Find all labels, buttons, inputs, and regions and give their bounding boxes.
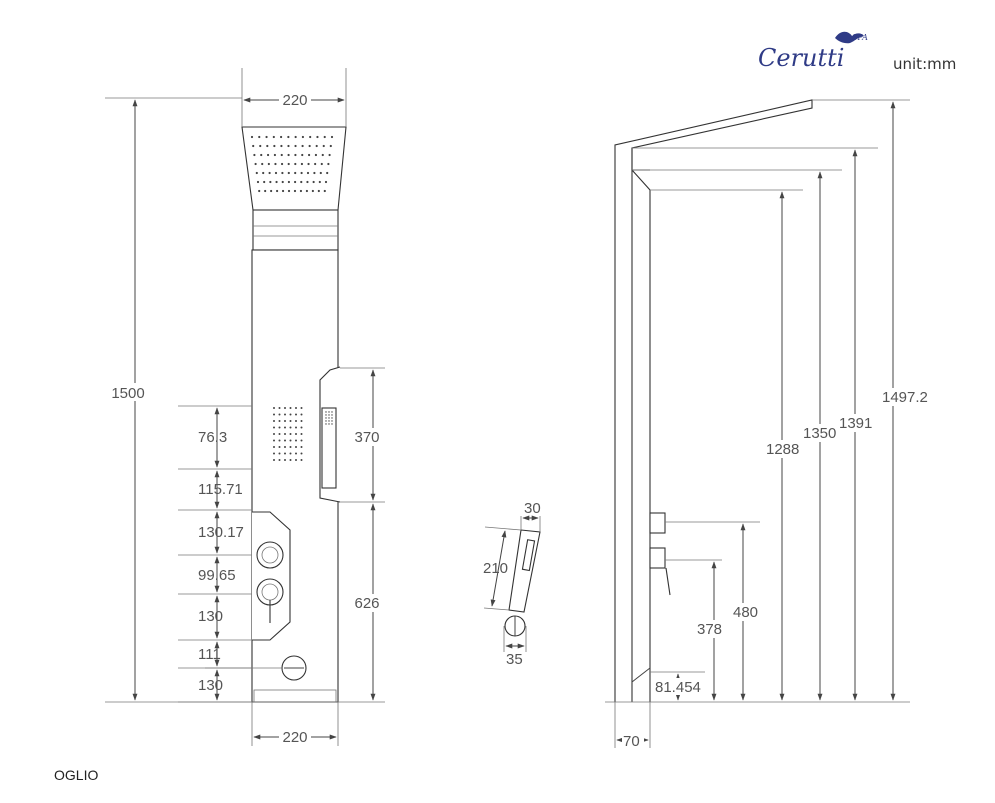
front-left-dim-2: 115.71 (198, 481, 243, 498)
brand-suffix: SPA (852, 33, 868, 42)
side-panel-outline (614, 99, 813, 702)
hand-shower-width-label: 30 (524, 500, 541, 517)
front-total-height-label: 1500 (111, 385, 144, 402)
side-mixer-fitting (649, 547, 666, 569)
brand-name: Cerutti (758, 44, 844, 72)
bird-icon (835, 31, 864, 44)
hand-shower-nozzle-strip (521, 539, 536, 572)
side-height-1350-label: 1350 (803, 425, 836, 442)
front-left-dim-7: 130 (198, 677, 223, 694)
hand-shower-holder-label: 35 (506, 651, 523, 668)
side-height-1497-label: 1497.2 (882, 389, 928, 406)
side-height-480-label: 480 (733, 604, 758, 621)
hand-shower-grid (325, 411, 333, 425)
front-left-dim-1: 76.3 (198, 429, 227, 446)
side-height-1391-label: 1391 (839, 415, 872, 432)
unit-label: unit:mm (893, 55, 956, 73)
side-diverter-fitting (649, 512, 666, 534)
side-view: 1497.2 1391 1350 1288 480 378 81.454 70 (605, 99, 930, 750)
front-left-dim-4: 99.65 (198, 567, 236, 584)
front-view: 220 220 1500 76.3 115.71 130.17 99.65 13… (105, 68, 386, 746)
rain-head-nozzles (250, 135, 334, 193)
hand-shower-body (508, 529, 541, 613)
hand-shower-slot (321, 407, 337, 489)
front-right-dim-1: 370 (354, 429, 379, 446)
front-left-dim-3: 130.17 (198, 524, 244, 541)
panel-collar (252, 209, 339, 251)
side-height-81-label: 81.454 (655, 679, 701, 696)
control-plate (252, 511, 291, 641)
rain-shower-head (241, 126, 347, 211)
front-left-dims (178, 405, 252, 703)
body-jet-nozzles (273, 407, 303, 461)
hand-shower-length-label: 210 (483, 560, 508, 577)
side-head-arm (631, 148, 651, 702)
brand-logo: SPA Cerutti (758, 31, 868, 72)
front-bottom-width-label: 220 (282, 729, 307, 746)
hand-shower-detail: 30 210 35 (483, 500, 541, 668)
diverter-knob (256, 541, 284, 569)
front-left-dim-6: 111 (198, 646, 221, 663)
front-left-dim-5: 130 (198, 608, 223, 625)
side-depth-label: 70 (623, 733, 640, 750)
front-right-dim-2: 626 (354, 595, 379, 612)
model-name: OGLIO (54, 767, 98, 783)
side-height-378-label: 378 (697, 621, 722, 638)
side-height-1288-label: 1288 (766, 441, 799, 458)
front-top-width-label: 220 (282, 92, 307, 109)
